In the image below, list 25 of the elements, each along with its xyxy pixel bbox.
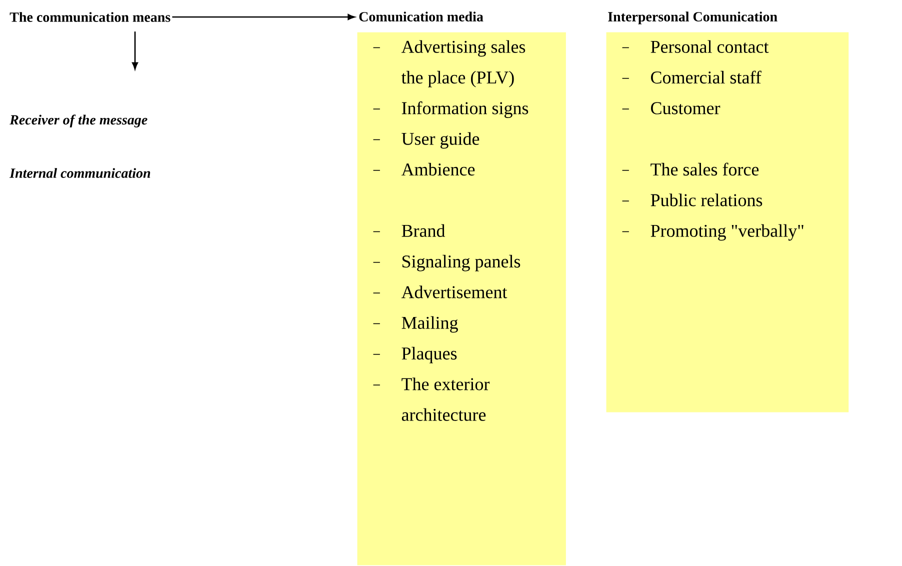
arrow (172, 14, 355, 20)
list-item: Promoting "verbally" (622, 224, 804, 241)
list-item: Brand (372, 224, 446, 237)
list-item: Information signs (372, 101, 528, 118)
list-item: Advertising sales the place (PLV) (372, 40, 526, 88)
heading-text: The communication means (10, 12, 170, 22)
list-item: The sales force (622, 162, 759, 176)
list-item: Plaques (372, 346, 457, 364)
list-item: User guide (372, 132, 480, 149)
list-item: Signaling panels (372, 254, 520, 272)
note-text: Internal communication (9, 168, 150, 178)
list-item: Customer (622, 102, 720, 114)
box-heading: Comunication media (359, 12, 484, 22)
list-item: Advertisement (372, 286, 508, 298)
list-box (357, 12, 566, 566)
list-item: Public relations (622, 194, 762, 206)
list-item: Personal contact (622, 40, 769, 53)
box-heading: Interpersonal Comunication (608, 12, 778, 24)
list-item: Comercial staff (622, 70, 762, 84)
note-text: Receiver of the message (10, 114, 148, 128)
list-item: Mailing (372, 316, 458, 333)
list-item: The exterior architecture (372, 378, 490, 421)
list-item: Ambience (372, 162, 475, 176)
arrow (132, 32, 138, 70)
list-box (606, 12, 849, 412)
